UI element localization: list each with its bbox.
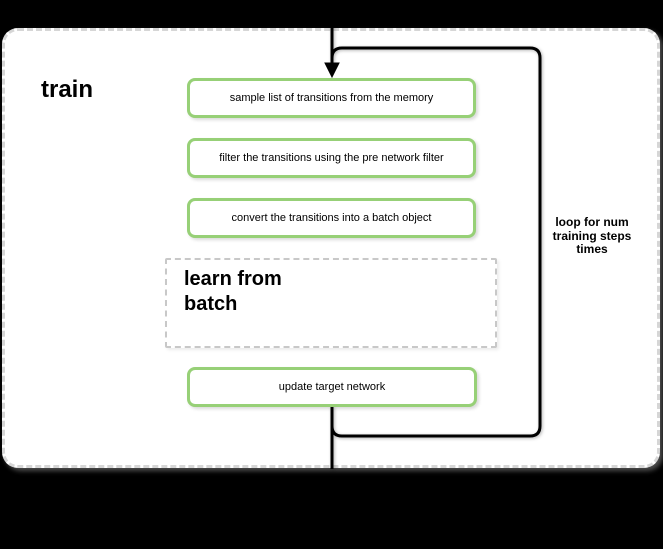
group-learn-label: learn from batch <box>184 268 282 315</box>
step-label: sample list of transitions from the memo… <box>229 91 434 104</box>
step-filter-transitions: filter the transitions using the pre net… <box>187 138 476 178</box>
loop-annotation: loop for num training steps times <box>552 215 632 256</box>
step-label: update target network <box>278 380 386 393</box>
train-group-title: train <box>41 76 94 103</box>
step-label: filter the transitions using the pre net… <box>219 151 444 164</box>
step-update-target-network: update target network <box>187 367 477 407</box>
step-sample-transitions: sample list of transitions from the memo… <box>187 78 476 118</box>
group-learn-from-batch: learn from batch <box>165 258 497 348</box>
step-convert-batch: convert the transitions into a batch obj… <box>187 198 476 238</box>
step-label: convert the transitions into a batch obj… <box>231 211 432 224</box>
